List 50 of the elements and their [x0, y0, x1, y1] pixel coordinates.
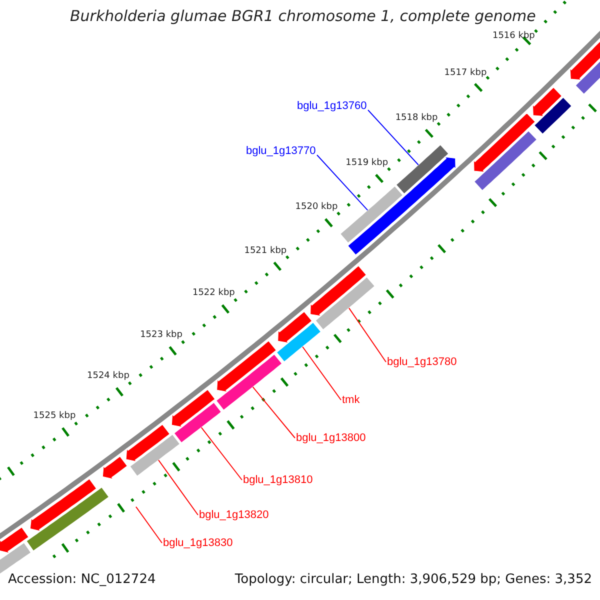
leader-line [302, 346, 342, 400]
gene-label: bglu_1g13820 [199, 509, 269, 522]
leader-line [200, 426, 242, 480]
scale-label: 1523 kbp [140, 330, 182, 341]
leader-line [158, 460, 198, 516]
gene-feature [534, 96, 572, 134]
gene-feature [532, 86, 562, 117]
accession-label: Accession: NC_012724 [8, 573, 156, 588]
gene-feature [0, 526, 30, 554]
genome-stats-label: Topology: circular; Length: 3,906,529 bp; Genes: 3,352 [234, 573, 592, 588]
gene-feature [216, 340, 277, 392]
gene-feature [276, 322, 322, 362]
gene-feature [310, 265, 367, 316]
leader-line [316, 154, 368, 211]
scale-label: 1517 kbp [444, 68, 487, 79]
leader-line [252, 386, 296, 438]
gene-label: bglu_1g13800 [296, 432, 366, 444]
gene-feature [126, 424, 170, 462]
gene-feature [102, 456, 128, 480]
gene-feature [174, 402, 222, 444]
gene-label: bglu_1g13830 [163, 537, 233, 550]
gene-label: bglu_1g13770 [246, 145, 316, 158]
gene-feature [130, 434, 180, 477]
scale-label: 1518 kbp [395, 114, 438, 124]
leader-line [348, 308, 386, 362]
gene-label: bglu_1g13810 [243, 474, 313, 486]
gene-label: bglu_1g13780 [387, 356, 457, 368]
leader-line [368, 110, 419, 166]
leader-line [135, 506, 162, 544]
gene-feature [340, 186, 404, 244]
gene-label: bglu_1g13760 [297, 100, 367, 112]
scale-label: 1524 kbp [87, 372, 130, 382]
gene-feature [474, 130, 538, 191]
scale-label: 1521 kbp [244, 246, 287, 257]
gene-feature [216, 354, 282, 411]
gene-feature [278, 311, 312, 344]
scale-label: 1516 kbp [492, 32, 535, 42]
scale-label: 1522 kbp [192, 289, 235, 300]
scale-label: 1525 kbp [33, 412, 76, 422]
gene-feature [396, 144, 449, 194]
map-title: Burkholderia glumae BGR1 chromosome 1, complete genome [70, 8, 536, 24]
gene-feature [171, 389, 216, 428]
gene-feature [30, 478, 97, 532]
gene-feature [473, 112, 536, 172]
gene-feature [26, 486, 110, 552]
gene-feature [315, 276, 376, 330]
gene-feature [347, 156, 456, 256]
scale-label: 1519 kbp [346, 159, 388, 170]
scale-label: 1520 kbp [295, 203, 338, 214]
gene-label: tmk [342, 394, 360, 406]
